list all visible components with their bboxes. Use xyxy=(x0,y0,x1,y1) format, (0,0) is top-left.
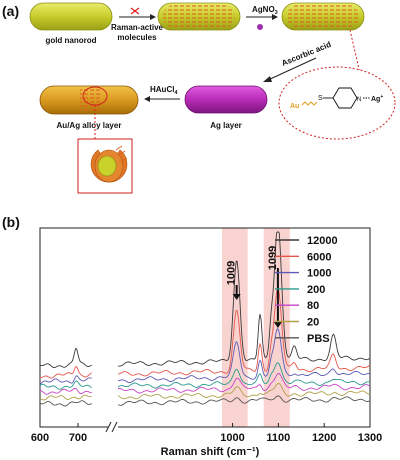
plot-frame xyxy=(39,227,371,428)
arrow-1-head xyxy=(150,14,156,20)
legend-label-80: 80 xyxy=(307,300,319,312)
ag-layer-label: Ag layer xyxy=(210,121,242,130)
x-tick-label: 1300 xyxy=(358,432,382,444)
series-line-12000 xyxy=(39,231,371,369)
peak-label-1009: 1009 xyxy=(226,261,238,285)
panel-a-label: (a) xyxy=(2,3,19,19)
legend-label-200: 200 xyxy=(307,284,325,296)
haucl-label: HAuCl4 xyxy=(150,85,178,96)
legend-label-6000: 6000 xyxy=(307,251,331,263)
series-line-80 xyxy=(39,372,371,395)
arrow-3-label: Ascorbic acid xyxy=(280,40,332,68)
legend-label-PBS: PBS xyxy=(307,333,330,345)
legend-label-20: 20 xyxy=(307,317,319,329)
silver-ion-icon xyxy=(257,24,263,30)
arrow-1-label-line1: Raman-active xyxy=(111,23,164,32)
legend-label-12000: 12000 xyxy=(307,235,338,247)
cross-section-illustration xyxy=(90,145,128,183)
series-line-PBS xyxy=(39,395,371,407)
x-tick-label: 1000 xyxy=(220,432,244,444)
panel-b-label: (b) xyxy=(2,214,20,230)
functionalized-rod-molecules xyxy=(163,5,235,28)
series-line-200 xyxy=(39,362,371,390)
svg-text:N: N xyxy=(357,97,361,103)
arrow-1-label-line2: molecules xyxy=(117,33,157,42)
highlight-band xyxy=(222,228,248,427)
gold-nanorod xyxy=(29,2,113,31)
legend-label-1000: 1000 xyxy=(307,268,331,280)
peak-arrowhead-1009 xyxy=(232,294,241,300)
arrow-2-label: AgNO3 xyxy=(252,5,278,16)
axis-break-gap xyxy=(108,421,118,433)
molecule-ag-label: Ag+ xyxy=(371,94,383,103)
arrow-2-head xyxy=(272,14,278,20)
alloy-layer-label: Au/Ag alloy layer xyxy=(57,121,122,130)
silver-loaded-rod-molecules xyxy=(287,5,359,28)
series-line-20 xyxy=(39,383,371,401)
peak-arrowhead-1099 xyxy=(273,322,282,328)
alloy-rod-cutaway xyxy=(80,89,100,111)
series-line-6000 xyxy=(39,287,371,379)
molecule-structure: Au S N Ag+ xyxy=(290,87,383,110)
x-tick-label: 700 xyxy=(69,432,87,444)
molecule-au-label: Au xyxy=(290,103,299,110)
molecule-zoom-ellipse xyxy=(278,66,396,140)
arrow-3-head xyxy=(263,76,272,82)
x-tick-label: 1200 xyxy=(312,432,336,444)
ag-layer-rod xyxy=(184,85,268,114)
arrow-3 xyxy=(267,57,317,81)
gold-nanorod-label: gold nanorod xyxy=(45,36,96,45)
raman-molecule-icon xyxy=(130,7,140,15)
axis-break-mark xyxy=(111,421,118,433)
x-tick-label: 1100 xyxy=(266,432,290,444)
x-axis-label: Raman shift (cm⁻¹) xyxy=(161,446,260,458)
series-line-1000 xyxy=(39,328,371,385)
axis-break-mark xyxy=(105,421,112,433)
arrow-4-head xyxy=(144,96,150,102)
x-tick-label: 600 xyxy=(31,432,49,444)
svg-text:S: S xyxy=(318,95,323,102)
peak-label-1099: 1099 xyxy=(267,246,279,270)
